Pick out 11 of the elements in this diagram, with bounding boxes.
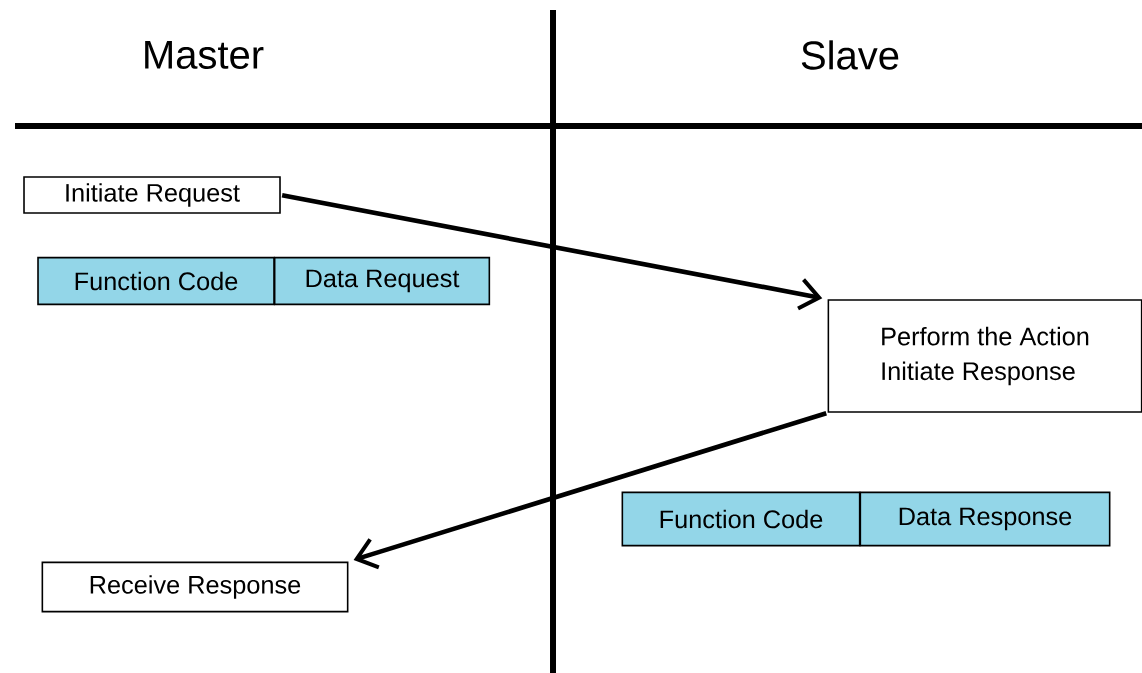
arrow	[281, 192, 823, 311]
table-cell: Data Request	[273, 256, 491, 306]
column-heading: Master	[145, 41, 264, 69]
process-box: Receive Response	[41, 561, 349, 613]
column-heading: Slave	[801, 40, 899, 70]
table-cell: Function Code	[37, 256, 275, 306]
process-box: Initiate Request	[23, 176, 281, 214]
table-cell: Data Response	[859, 491, 1111, 547]
process-box: Perform the Action Initiate Response	[827, 299, 1142, 413]
table-cell: Function Code	[621, 491, 861, 547]
arrow	[353, 410, 827, 570]
